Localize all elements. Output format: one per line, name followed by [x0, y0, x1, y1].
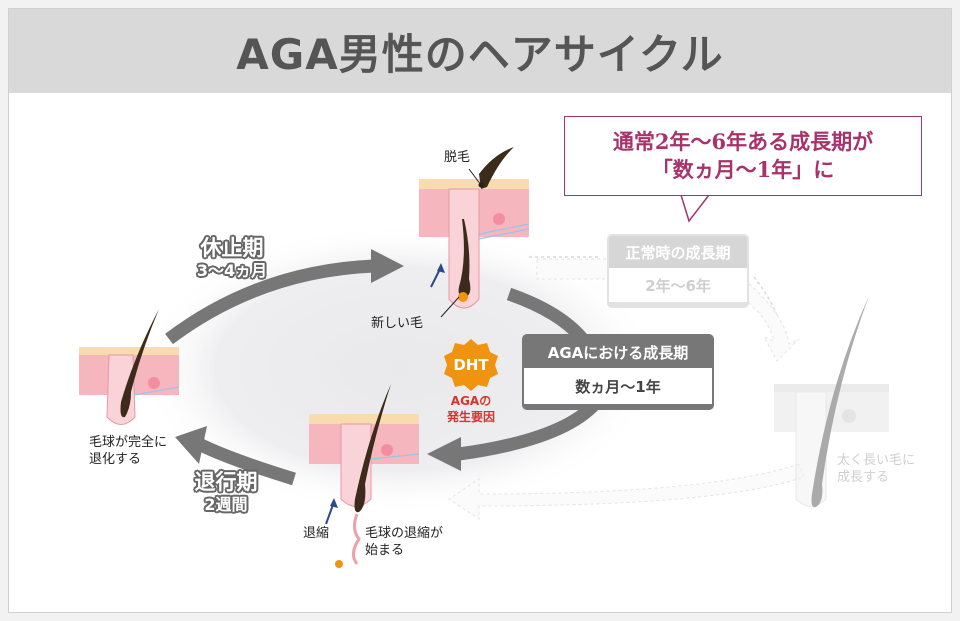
dht-cause-line-2: 発生要因 [446, 410, 495, 424]
dht-badge-shape [444, 339, 498, 391]
faint-arrow-bottom [448, 463, 805, 520]
hair-cycle-illustration [79, 147, 889, 568]
callout-box: 通常2年〜6年ある成長期が 「数ヵ月〜1年」に [564, 116, 922, 196]
faint-arrow-right [743, 283, 800, 362]
callout-line-2: 「数ヵ月〜1年」に [651, 157, 835, 182]
title-bar: AGA男性のヘアサイクル [9, 9, 951, 93]
callout-tail [679, 194, 711, 223]
aga-growth-title: AGAにおける成長期 [524, 336, 712, 368]
hair-top [419, 147, 530, 318]
label-bulb-shrink-starts: 毛球の退縮が 始まる [365, 526, 444, 558]
phase-regression-name: 退行期 [194, 470, 258, 494]
dht-cause-line-1: AGAの [450, 394, 492, 408]
arrow-head-3 [175, 426, 207, 464]
page-title: AGA男性のヘアサイクル [236, 29, 724, 79]
arrow-head-2 [427, 437, 461, 471]
normal-growth-duration: 2年〜6年 [609, 268, 747, 302]
faint-arrow-band-top [536, 258, 610, 280]
normal-growth-box: 正常時の成長期 2年〜6年 [607, 234, 749, 308]
label-thick-long-hair: 太く長い毛に 成長する [837, 453, 916, 485]
label-shedding: 脱毛 [444, 150, 471, 165]
phase-resting: 休止期 3〜4ヵ月 [177, 235, 287, 281]
arrow-resting-to-new [165, 259, 375, 345]
callout-line-1: 通常2年〜6年ある成長期が [612, 129, 874, 154]
label-bulb-fully-regressed: 毛球が完全に 退化する [89, 435, 168, 467]
hair-right-faded [774, 296, 889, 508]
label-new-hair: 新しい毛 [371, 316, 424, 331]
phase-resting-duration: 3〜4ヵ月 [196, 261, 268, 280]
arrow-head-1 [371, 249, 404, 283]
phase-regression-duration: 2週間 [204, 495, 248, 514]
hair-center [309, 384, 420, 568]
aga-growth-duration: 数ヵ月〜1年 [524, 368, 712, 404]
normal-growth-title: 正常時の成長期 [609, 236, 747, 268]
phase-regression: 退行期 2週間 [181, 469, 271, 515]
figure-frame: AGA男性のヘアサイクル 通常2年〜6年ある成長期が 「数ヵ月〜1年」に 正常時… [8, 8, 952, 613]
label-shrink: 退縮 [303, 526, 330, 541]
aga-growth-box: AGAにおける成長期 数ヵ月〜1年 [522, 334, 714, 410]
dht-cause: AGAの 発生要因 [431, 393, 511, 425]
dht-badge-label: DHT [453, 356, 489, 374]
hair-left [79, 309, 180, 425]
dht-badge: DHT [445, 339, 497, 391]
arrow-regression [196, 438, 296, 486]
faint-arrow-top [529, 256, 785, 340]
phase-resting-name: 休止期 [200, 236, 264, 260]
